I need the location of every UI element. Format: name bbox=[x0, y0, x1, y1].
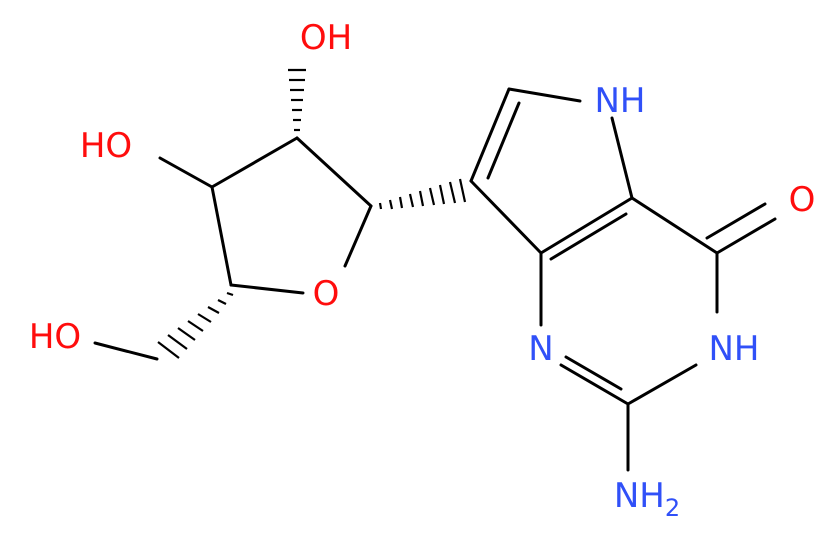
wedge-c2-oh bbox=[288, 68, 306, 132]
bond-c7-c8 bbox=[469, 87, 511, 183]
bond-c3-c2 bbox=[210, 136, 299, 189]
bond-c3-oh bbox=[158, 156, 214, 189]
bond-c7-c8-double bbox=[486, 101, 521, 180]
atom-nh2-main: NH bbox=[614, 476, 665, 516]
atom-ho-bottom: HO bbox=[29, 317, 81, 357]
bond-c4-o bbox=[229, 283, 305, 295]
bond-c4a-c4 bbox=[630, 196, 719, 255]
atom-labels: OH HO HO O O NH N NH NH2 bbox=[29, 18, 816, 522]
bond-c4-o bbox=[715, 217, 777, 255]
atom-ring-oxygen: O bbox=[313, 274, 340, 314]
atom-n-ring: N bbox=[528, 329, 553, 369]
bond-ch2-oh bbox=[93, 341, 159, 361]
bond-c2-c1 bbox=[295, 136, 373, 208]
bond-c2-n1 bbox=[559, 363, 630, 406]
wedge-c4-ch2 bbox=[157, 291, 234, 359]
bond-c1-o bbox=[343, 204, 373, 268]
bond-c4a-c5-double bbox=[549, 212, 628, 261]
bond-n9-c4a bbox=[610, 116, 634, 200]
wedge-c1-c7 bbox=[378, 178, 467, 210]
stereo-wedges bbox=[157, 68, 467, 359]
bonds bbox=[93, 87, 777, 472]
atom-nh2-subscript: 2 bbox=[665, 494, 680, 522]
bond-c8-n9 bbox=[507, 87, 582, 103]
atom-nh2: NH2 bbox=[614, 476, 680, 522]
atom-nh-pyrrole: NH bbox=[595, 81, 646, 121]
atom-nh-ring: NH bbox=[709, 329, 760, 369]
bond-n3-c2 bbox=[626, 363, 698, 406]
bond-c3-c4 bbox=[210, 185, 233, 287]
atom-carbonyl-oxygen: O bbox=[789, 180, 816, 220]
bond-c7-c5 bbox=[469, 179, 543, 255]
atom-oh-top: OH bbox=[300, 18, 352, 58]
bond-c2-n1-double bbox=[564, 355, 623, 391]
atom-ho-left: HO bbox=[80, 126, 132, 166]
bond-c4-o-double bbox=[705, 202, 767, 240]
bond-c4a-c5 bbox=[539, 196, 634, 255]
